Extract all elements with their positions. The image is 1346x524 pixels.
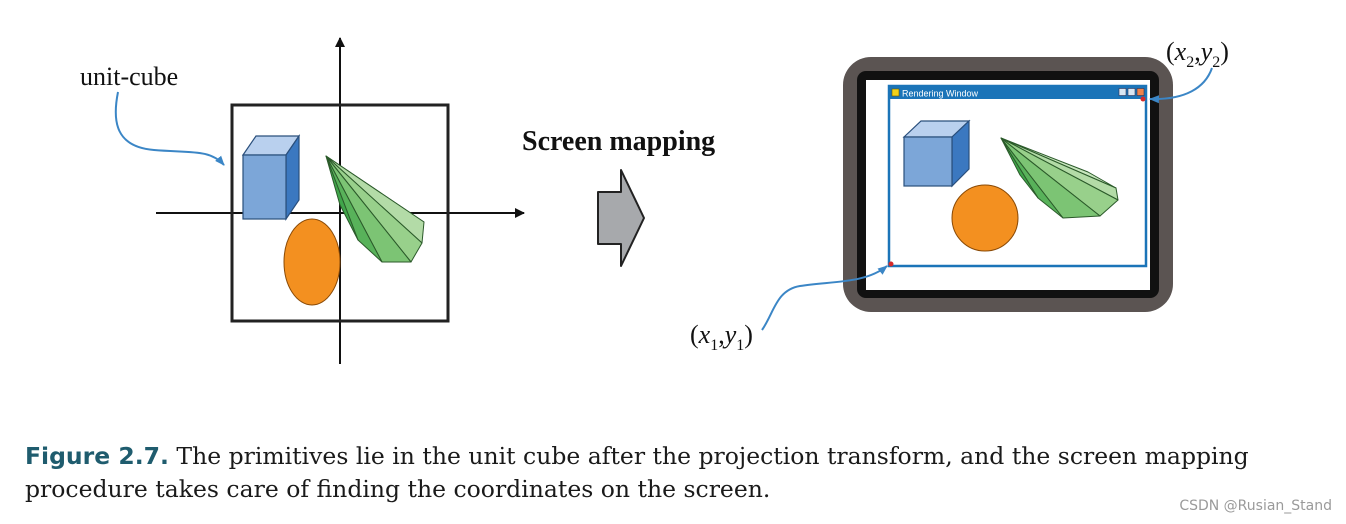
corner-point-top-right — [1140, 96, 1146, 102]
window-title: Rendering Window — [902, 89, 979, 99]
monitor: Rendering Window — [843, 57, 1173, 312]
mapping-arrow — [597, 169, 645, 267]
unit-cube-label: unit-cube — [80, 62, 178, 91]
coord-label-top: (x2,y2) — [1166, 37, 1229, 71]
coord-label-bottom: (x1,y1) — [690, 320, 753, 354]
bottom-coord-pointer — [761, 265, 888, 331]
rendering-window: Rendering Window — [887, 84, 1148, 268]
orange-ellipse — [283, 218, 341, 306]
unit-cube-view: unit-cube — [80, 37, 525, 364]
window-blue-cube — [902, 119, 971, 188]
window-green-cone — [1000, 137, 1119, 219]
close-button[interactable] — [1136, 88, 1145, 96]
blue-box — [241, 134, 301, 221]
unit-cube-square — [230, 103, 450, 323]
minimize-button[interactable] — [1118, 88, 1127, 96]
figure-label: Figure 2.7. — [25, 442, 169, 470]
window-orange-circle — [951, 184, 1019, 252]
corner-point-bottom-left — [888, 261, 894, 267]
screen-mapping-label: Screen mapping — [522, 126, 715, 157]
window-titlebar — [889, 86, 1146, 99]
window-app-icon — [891, 88, 900, 97]
maximize-button[interactable] — [1127, 88, 1136, 96]
figure-caption: Figure 2.7. The primitives lie in the un… — [25, 440, 1330, 506]
top-coord-pointer — [1149, 67, 1213, 104]
caption-text: The primitives lie in the unit cube afte… — [25, 442, 1249, 503]
watermark: CSDN @Rusian_Stand — [1179, 498, 1332, 514]
green-cone — [325, 155, 425, 263]
screen-mapping-diagram: unit-cube Screen mapping Rendering Windo… — [80, 37, 1229, 364]
unit-cube-pointer — [114, 91, 225, 166]
